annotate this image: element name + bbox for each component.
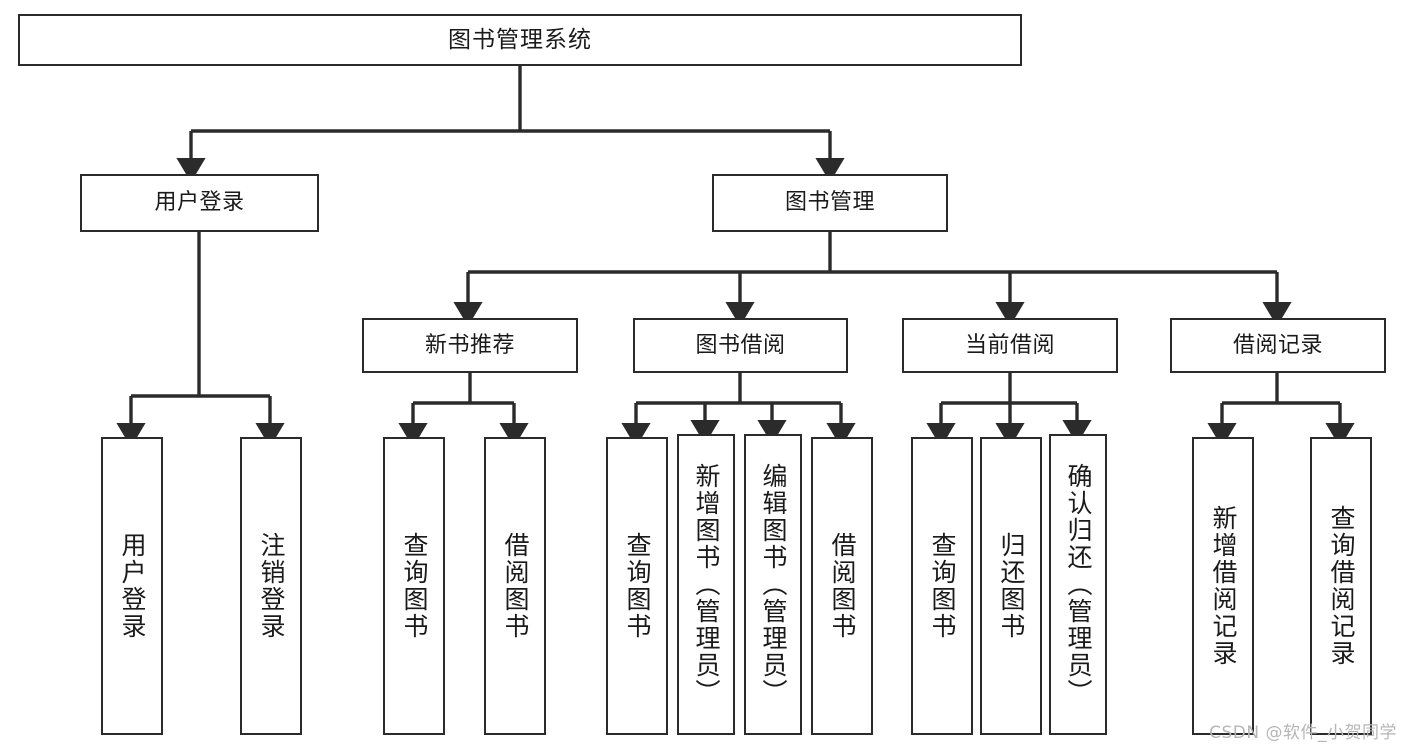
node-leaf-logout-login[interactable]: 注销登录 xyxy=(240,437,302,735)
node-label: 注销登录 xyxy=(257,532,286,640)
node-book-borrow[interactable]: 图书借阅 xyxy=(633,318,848,373)
node-label: 确认归还（管理员） xyxy=(1064,463,1093,706)
node-label: 编辑图书（管理员） xyxy=(759,463,788,706)
node-book-management-system[interactable]: 图书管理系统 xyxy=(18,14,1022,66)
node-leaf-user-login[interactable]: 用户登录 xyxy=(101,437,163,735)
node-leaf-query-book-2[interactable]: 查询图书 xyxy=(606,437,668,735)
node-label: 当前借阅 xyxy=(964,332,1055,358)
node-leaf-query-record[interactable]: 查询借阅记录 xyxy=(1310,437,1372,735)
node-label: 借阅记录 xyxy=(1232,332,1323,358)
node-leaf-return-book[interactable]: 归还图书 xyxy=(980,437,1042,735)
node-label: 查询图书 xyxy=(623,532,652,640)
node-label: 归还图书 xyxy=(997,532,1026,640)
node-label: 图书管理系统 xyxy=(448,26,592,53)
node-borrow-record[interactable]: 借阅记录 xyxy=(1170,318,1386,373)
node-label: 查询借阅记录 xyxy=(1327,505,1356,667)
node-book-manage[interactable]: 图书管理 xyxy=(712,174,948,232)
node-label: 借阅图书 xyxy=(828,532,857,640)
node-label: 新增借阅记录 xyxy=(1209,505,1238,667)
node-leaf-edit-book[interactable]: 编辑图书（管理员） xyxy=(744,434,802,735)
node-label: 查询图书 xyxy=(400,532,429,640)
node-leaf-query-book-1[interactable]: 查询图书 xyxy=(383,437,445,735)
node-label: 图书管理 xyxy=(784,190,875,216)
node-new-book-rec[interactable]: 新书推荐 xyxy=(362,318,578,373)
node-leaf-borrow-book-1[interactable]: 借阅图书 xyxy=(484,437,546,735)
node-leaf-add-book[interactable]: 新增图书（管理员） xyxy=(677,434,735,735)
node-label: 新增图书（管理员） xyxy=(692,463,721,706)
node-label: 用户登录 xyxy=(118,532,147,640)
node-leaf-query-book-3[interactable]: 查询图书 xyxy=(911,437,973,735)
csdn-watermark: CSDN @软件_小贺同学 xyxy=(1209,723,1397,743)
node-label: 新书推荐 xyxy=(424,332,515,358)
node-label: 用户登录 xyxy=(154,190,245,216)
node-user-login[interactable]: 用户登录 xyxy=(80,174,319,232)
node-current-borrow[interactable]: 当前借阅 xyxy=(902,318,1118,373)
node-leaf-add-record[interactable]: 新增借阅记录 xyxy=(1192,437,1254,735)
node-label: 查询图书 xyxy=(928,532,957,640)
node-label: 借阅图书 xyxy=(501,532,530,640)
node-leaf-borrow-book-2[interactable]: 借阅图书 xyxy=(811,437,873,735)
node-leaf-confirm-return[interactable]: 确认归还（管理员） xyxy=(1049,434,1107,735)
node-label: 图书借阅 xyxy=(695,332,786,358)
